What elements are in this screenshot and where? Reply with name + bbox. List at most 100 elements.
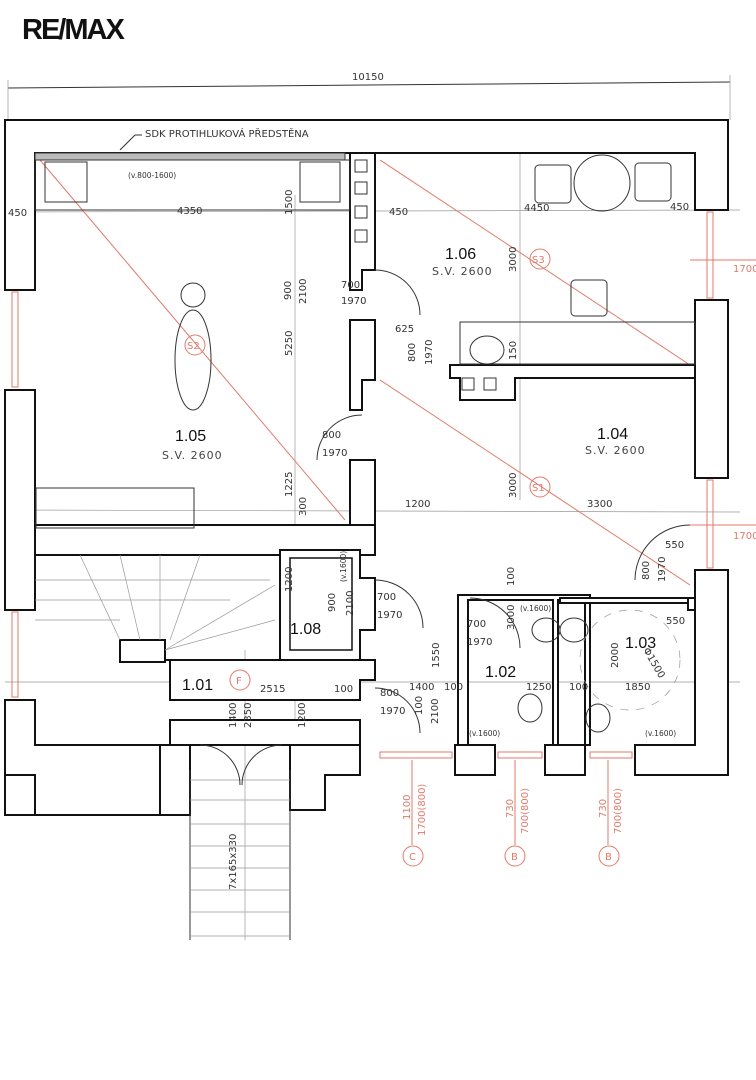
window-mark-b: B bbox=[605, 852, 612, 863]
dimension-label: 1850 bbox=[625, 682, 650, 693]
dimension-label: 1400 bbox=[228, 703, 239, 728]
dimension-label: (v.1600) bbox=[469, 729, 500, 738]
window-dimension-label: 1700(800) bbox=[417, 784, 428, 836]
window-dimension-label: 1100 bbox=[402, 795, 413, 820]
section-mark-s1: S1 bbox=[532, 483, 545, 494]
room-1-05-height: S.V. 2600 bbox=[162, 449, 223, 462]
room-1-06-height: S.V. 2600 bbox=[432, 265, 493, 278]
acoustic-wall bbox=[34, 152, 346, 161]
furniture bbox=[35, 154, 696, 733]
dimension-label: 450 bbox=[389, 207, 408, 218]
window-dimension-label: 700(800) bbox=[520, 788, 531, 834]
dimension-label: 700 bbox=[467, 619, 486, 630]
dimension-label: 1500 bbox=[284, 190, 295, 215]
door-swings bbox=[199, 269, 691, 786]
section-mark-s3: S3 bbox=[532, 255, 545, 266]
dimension-label: 2100 bbox=[298, 279, 309, 304]
dimension-label: 1400 bbox=[409, 682, 434, 693]
dimension-label: 4450 bbox=[524, 203, 549, 214]
dimension-label: 450 bbox=[670, 202, 689, 213]
window-dimension-label: 1700 bbox=[733, 531, 756, 542]
dimension-label: 300 bbox=[298, 497, 309, 516]
dimension-label: 700 bbox=[377, 592, 396, 603]
dimension-label: 900 bbox=[327, 593, 338, 612]
kitchenette: (v.800-1600) bbox=[34, 159, 368, 243]
dimension-label: 800 bbox=[407, 343, 418, 362]
dimension-label: 3000 bbox=[508, 247, 519, 272]
dimension-label: 2350 bbox=[243, 703, 254, 728]
dimension-label: 1200 bbox=[284, 567, 295, 592]
dimension-label: 100 bbox=[569, 682, 588, 693]
exterior-walls bbox=[4, 119, 729, 816]
room-1-03-label: 1.03 bbox=[625, 635, 656, 652]
acoustic-wall-label: SDK PROTIHLUKOVÁ PŘEDSTĚNA bbox=[145, 127, 309, 140]
section-lines bbox=[39, 159, 691, 586]
dimension-label: 1970 bbox=[377, 610, 402, 621]
dimension-label: 700 bbox=[341, 280, 360, 291]
room-1-05-label: 1.05 bbox=[175, 428, 206, 445]
dimension-label: 900 bbox=[283, 281, 294, 300]
remax-logo: RE/MAX bbox=[22, 14, 125, 46]
dimension-label: 800 bbox=[641, 561, 652, 580]
section-mark-f: F bbox=[236, 676, 242, 687]
dimension-label: (v.1600) bbox=[520, 604, 551, 613]
room-1-02-label: 1.02 bbox=[485, 664, 516, 681]
window-mark-b: B bbox=[511, 852, 518, 863]
dimension-label: 1970 bbox=[380, 706, 405, 717]
section-markers: S1 S2 S3 F C B B bbox=[184, 248, 620, 867]
dimension-label: 800 bbox=[322, 430, 341, 441]
dimension-label: 1970 bbox=[424, 340, 435, 365]
window-dimension-labels: 1100 1700(800) 730 700(800) 730 700(800)… bbox=[402, 264, 756, 836]
counter-height-note: (v.800-1600) bbox=[128, 171, 176, 180]
window-dimension-label: 730 bbox=[598, 799, 609, 818]
window-dimension-label: 730 bbox=[505, 799, 516, 818]
dimension-label: 150 bbox=[508, 341, 519, 360]
dimension-label: 4350 bbox=[177, 206, 202, 217]
windows bbox=[11, 211, 756, 845]
dimension-label: 1250 bbox=[526, 682, 551, 693]
stair-spec-label: 7x165x330 bbox=[228, 834, 239, 890]
dimension-label: (v.1600) bbox=[645, 729, 676, 738]
dimension-label: 2100 bbox=[345, 591, 356, 616]
dimension-label: 100 bbox=[444, 682, 463, 693]
dimension-label: 1970 bbox=[322, 448, 347, 459]
section-mark-s2: S2 bbox=[187, 341, 200, 352]
room-1-08-label: 1.08 bbox=[290, 621, 321, 638]
dimension-label: 100 bbox=[414, 696, 425, 715]
dimension-label: 1200 bbox=[405, 499, 430, 510]
window-dimension-label: 700(800) bbox=[613, 788, 624, 834]
room-1-04-height: S.V. 2600 bbox=[585, 444, 646, 457]
dimension-label: 2100 bbox=[430, 699, 441, 724]
room-1-04-label: 1.04 bbox=[597, 426, 628, 443]
dimension-label: 1970 bbox=[467, 637, 492, 648]
dimension-label: 550 bbox=[666, 616, 685, 627]
dimension-label: 1970 bbox=[341, 296, 366, 307]
dimension-label: 100 bbox=[334, 684, 353, 695]
dimension-label: 100 bbox=[506, 567, 517, 586]
dimension-label: 1200 bbox=[297, 703, 308, 728]
dimension-label: 1970 bbox=[657, 557, 668, 582]
dimension-label: 2000 bbox=[610, 643, 621, 668]
dimension-label: 1550 bbox=[431, 643, 442, 668]
dimension-label: 1225 bbox=[284, 472, 295, 497]
dimension-label: 3000 bbox=[506, 605, 517, 630]
dimension-label: 450 bbox=[8, 208, 27, 219]
stairs: 7x165x330 bbox=[35, 554, 291, 940]
overall-width-label: 10150 bbox=[352, 72, 384, 83]
room-1-06-label: 1.06 bbox=[445, 246, 476, 263]
dimension-label: 625 bbox=[395, 324, 414, 335]
window-dimension-label: 1700 bbox=[733, 264, 756, 275]
dimension-label: 800 bbox=[380, 688, 399, 699]
dimension-label: 5250 bbox=[284, 331, 295, 356]
interior-walls bbox=[34, 152, 696, 746]
dimension-label: 550 bbox=[665, 540, 684, 551]
dimension-label: 2515 bbox=[260, 684, 285, 695]
dimension-label: Φ1500 bbox=[640, 646, 666, 680]
dimension-label: 3300 bbox=[587, 499, 612, 510]
room-1-01-label: 1.01 bbox=[182, 677, 213, 694]
room-labels: 1.01 1.02 1.03 1.04 S.V. 2600 1.05 S.V. … bbox=[162, 246, 656, 694]
window-mark-c: C bbox=[409, 852, 416, 863]
overall-dimension-line bbox=[7, 81, 731, 89]
dimension-label: 3000 bbox=[508, 473, 519, 498]
